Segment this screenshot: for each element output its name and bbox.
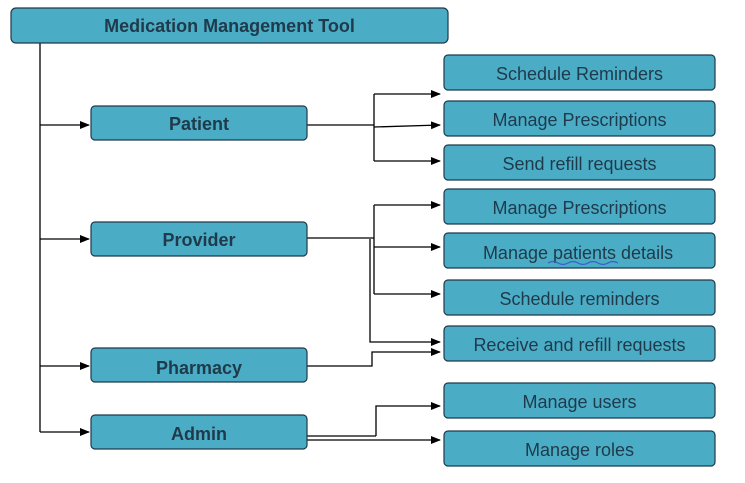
action-node-manage-users: Manage users (443, 382, 716, 419)
spellcheck-underline (547, 260, 619, 266)
role-label-provider: Provider (162, 230, 235, 250)
connector-pharmacy-receive (307, 348, 441, 367)
role-node-admin: Admin (90, 414, 308, 450)
role-label-patient: Patient (169, 114, 229, 134)
action-label-send-refill: Send refill requests (502, 154, 656, 174)
role-label-admin: Admin (171, 424, 227, 444)
connector-patient-prescriptions (373, 121, 441, 130)
action-label-manage-prescriptions-patient: Manage Prescriptions (492, 110, 666, 130)
action-label-manage-patients: Manage patients details (483, 243, 673, 263)
action-node-manage-prescriptions-provider: Manage Prescriptions (443, 188, 716, 225)
action-node-send-refill: Send refill requests (443, 144, 716, 181)
action-node-manage-prescriptions-patient: Manage Prescriptions (443, 100, 716, 137)
action-label-manage-roles: Manage roles (525, 440, 634, 460)
role-node-patient: Patient (90, 105, 308, 141)
title-node: Medication Management Tool (10, 7, 449, 44)
connector-provider-receive (369, 239, 441, 346)
connectors (39, 43, 441, 444)
role-node-provider: Provider (90, 221, 308, 257)
action-label-manage-prescriptions-provider: Manage Prescriptions (492, 198, 666, 218)
role-label-pharmacy: Pharmacy (156, 358, 242, 378)
action-label-schedule-reminders-provider: Schedule reminders (499, 289, 659, 309)
action-node-manage-roles: Manage roles (443, 430, 716, 467)
action-label-schedule-reminders: Schedule Reminders (496, 64, 663, 84)
role-node-pharmacy: Pharmacy (90, 347, 308, 383)
action-node-manage-patients: Manage patients details (443, 232, 716, 269)
action-label-manage-users: Manage users (522, 392, 636, 412)
action-node-schedule-reminders: Schedule Reminders (443, 54, 716, 91)
action-node-schedule-reminders-provider: Schedule reminders (443, 279, 716, 316)
action-label-receive-refill: Receive and refill requests (473, 335, 685, 355)
action-node-receive-refill: Receive and refill requests (443, 325, 716, 362)
connector-admin-users (375, 402, 441, 436)
title-label: Medication Management Tool (104, 16, 355, 36)
